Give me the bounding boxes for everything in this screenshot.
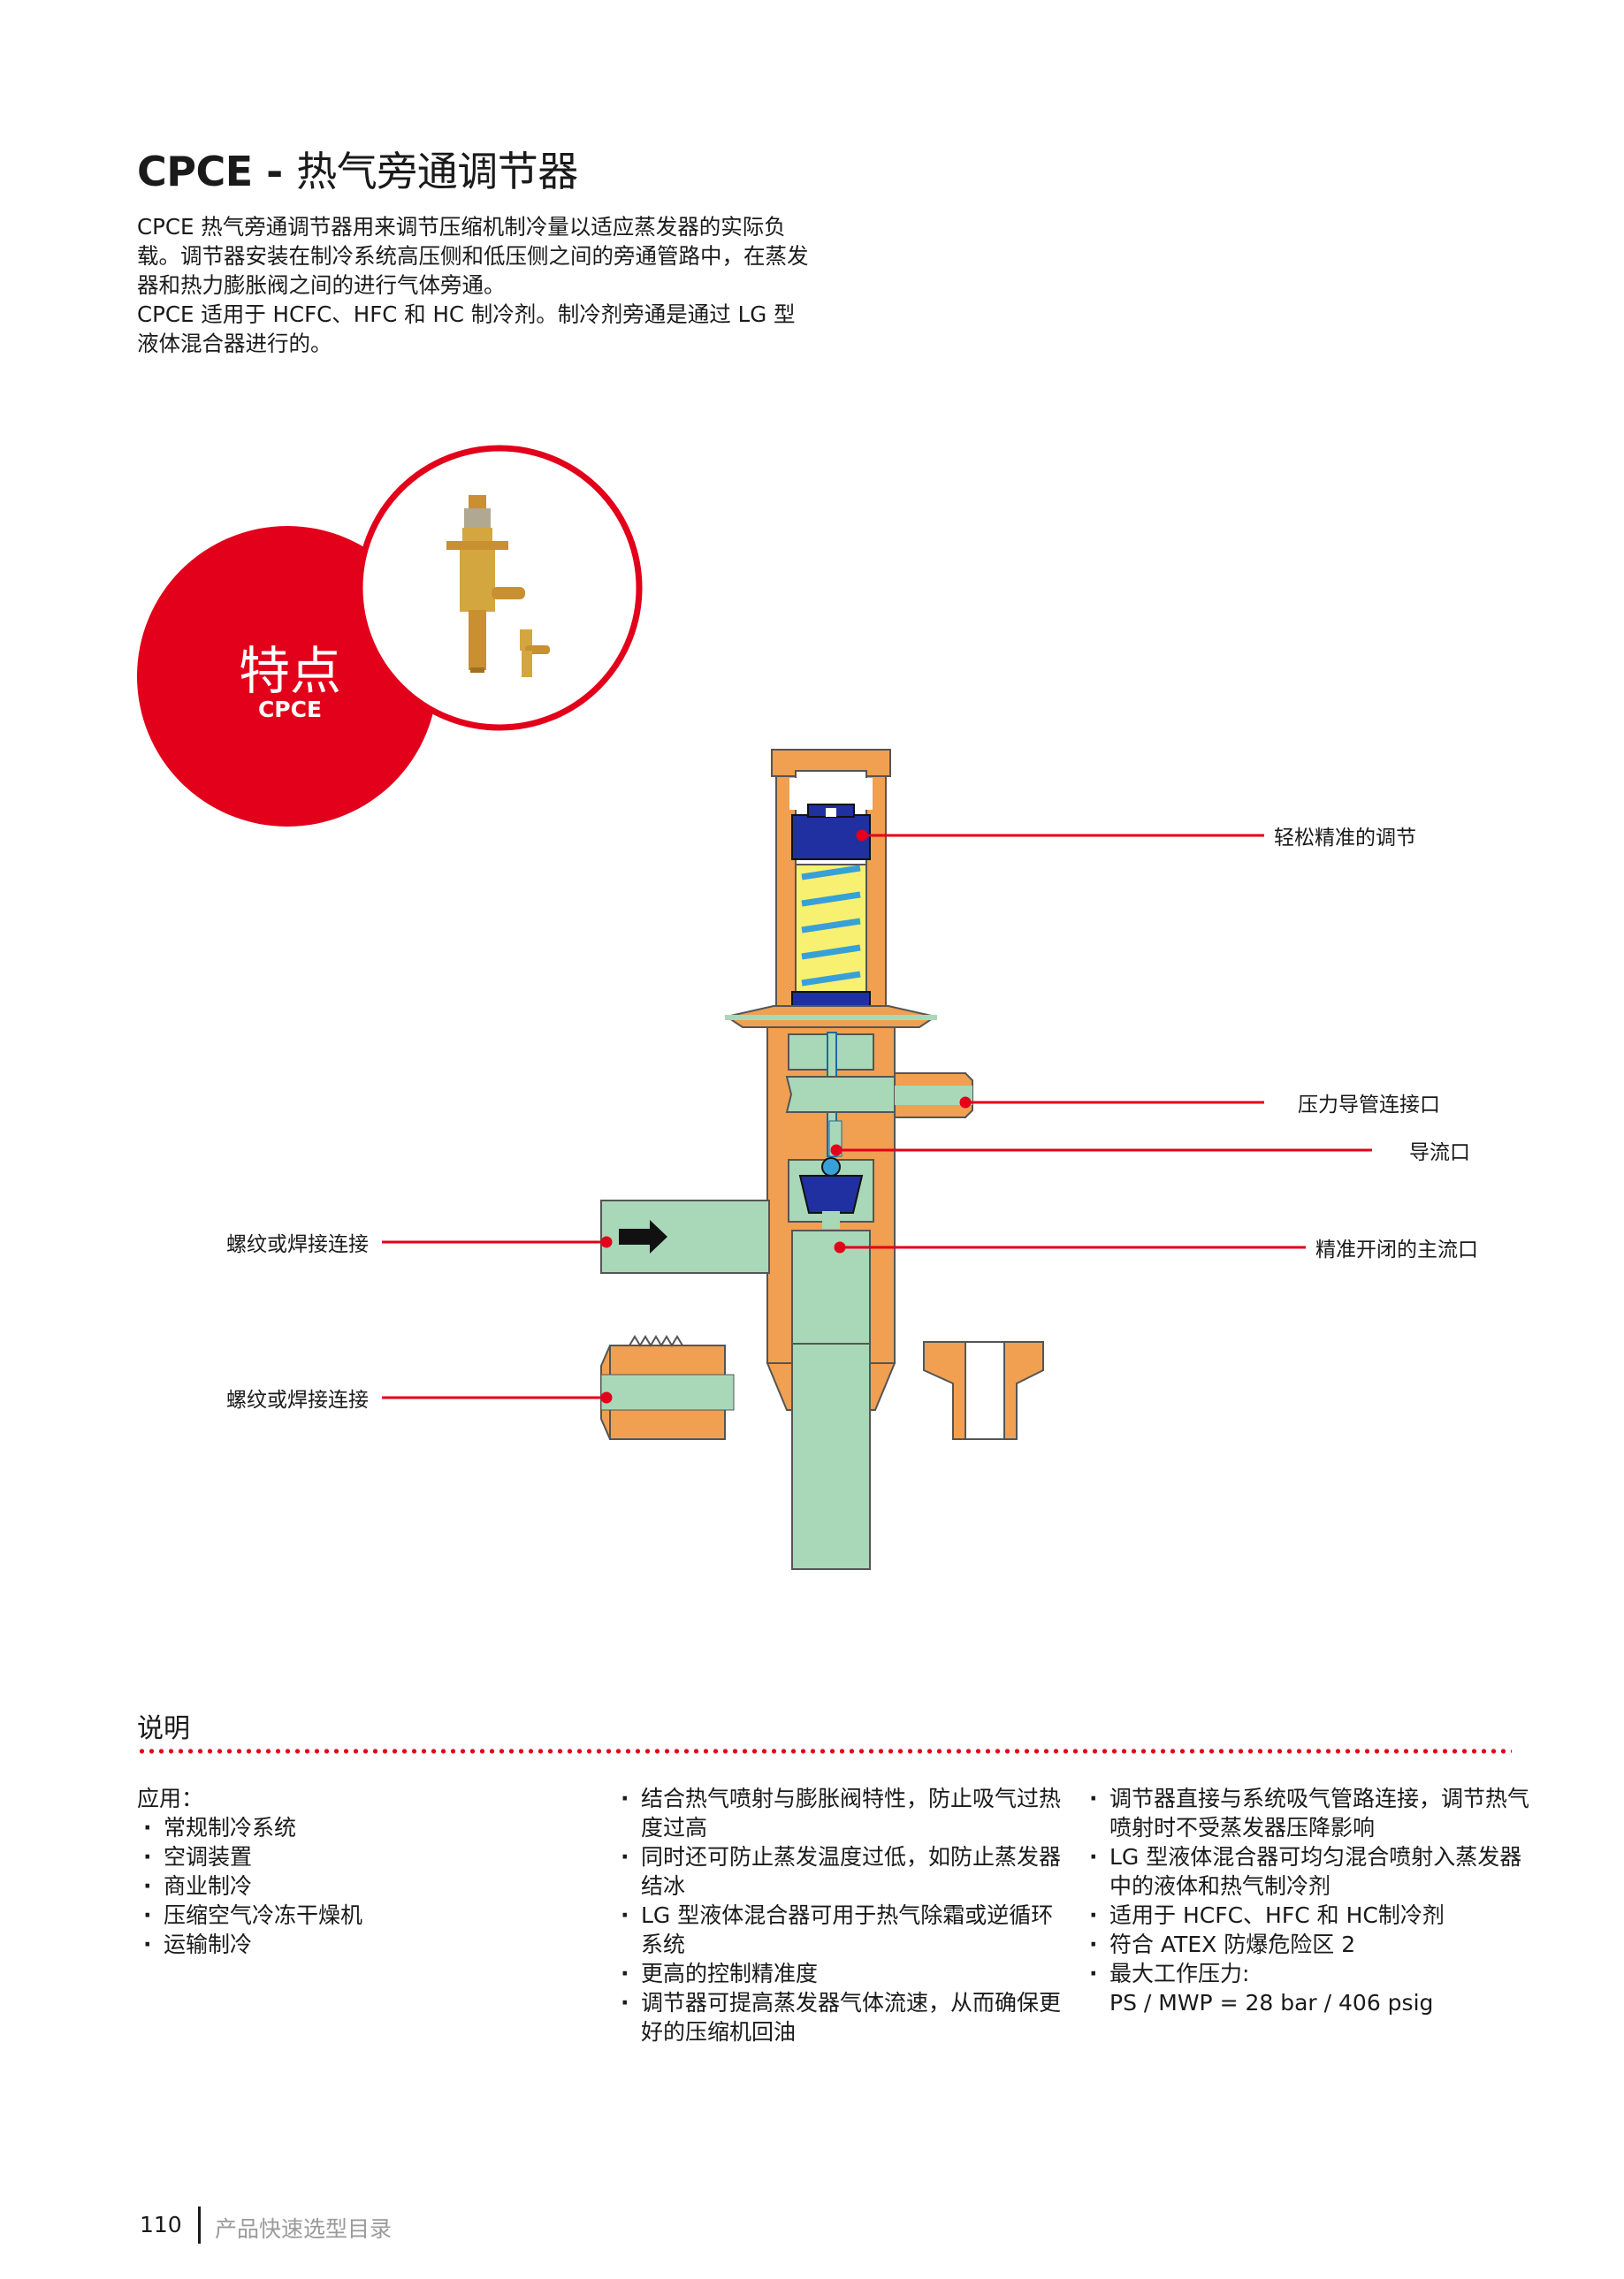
section-title: 说明 [137,1713,190,1744]
description-column-3: 调节器直接与系统吸气管路连接，调节热气喷射时不受蒸发器压降影响 LG 型液体混合… [1083,1784,1534,2017]
list-item: LG 型液体混合器可均匀混合喷射入蒸发器中的液体和热气制冷剂 [1083,1842,1534,1901]
list-item: 空调装置 [137,1842,491,1871]
intro-paragraph-2: CPCE 适用于 HCFC、HFC 和 HC 制冷剂。制冷剂旁通是通过 LG 型… [137,301,796,356]
inlet-tube [600,1200,770,1274]
list-item: 更高的控制精准度 [614,1959,1061,1988]
list-item: 结合热气喷射与膨胀阀特性，防止吸气过热度过高 [614,1784,1061,1842]
callout-pilot-port: 压力导管连接口 [1298,1094,1440,1117]
title-chinese: 热气旁通调节器 [296,148,578,195]
list-item: 调节器可提高蒸发器气体流速，从而确保更好的压缩机回油 [614,1988,1061,2047]
right-solder-adaptor [923,1341,1044,1440]
callout-guide-port: 导流口 [1409,1141,1470,1164]
list-item: 常规制冷系统 [137,1813,491,1842]
left-flare-fitting [600,1335,735,1440]
main-valve-seat [788,1157,874,1229]
intro-text: CPCE 热气旁通调节器用来调节压缩机制冷量以适应蒸发器的实际负载。调节器安装在… [137,212,809,358]
product-photo-icon [446,495,550,677]
description-column-1: 应用： 常规制冷系统 空调装置 商业制冷 压缩空气冷冻干燥机 运输制冷 [137,1784,491,1959]
valve-sectional-diagram [137,445,1372,1570]
list-item: 符合 ATEX 防爆危险区 2 [1083,1930,1534,1959]
callout-adjustment: 轻松精准的调节 [1274,827,1416,850]
title-separator: - [252,148,297,195]
callout-main-port: 精准开闭的主流口 [1315,1239,1478,1261]
list-item: 压缩空气冷冻干燥机 [137,1901,491,1930]
list-item: 运输制冷 [137,1930,491,1959]
feature-badge-title: 特点 [238,641,341,701]
page-title: CPCE - 热气旁通调节器 [137,140,578,198]
footer-catalog-title: 产品快速选型目录 [215,2216,393,2242]
spring [801,865,861,987]
list-item: 商业制冷 [137,1871,491,1901]
list-item: 适用于 HCFC、HFC 和 HC制冷剂 [1083,1901,1534,1930]
footer-divider [198,2207,201,2244]
list-item: 调节器直接与系统吸气管路连接，调节热气喷射时不受蒸发器压降影响 [1083,1784,1534,1842]
applications-heading: 应用： [137,1786,204,1811]
list-item: LG 型液体混合器可用于热气除霜或逆循环系统 [614,1901,1061,1959]
pilot-fitting [785,1072,973,1118]
dotted-divider [137,1749,1512,1754]
callout-thread-weld-2: 螺纹或焊接连接 [226,1389,369,1412]
feature-badge-code: CPCE [257,697,323,722]
callout-thread-weld-1: 螺纹或焊接连接 [226,1233,369,1256]
list-item: 同时还可防止蒸发温度过低，如防止蒸发器结冰 [614,1842,1061,1901]
intro-paragraph-1: CPCE 热气旁通调节器用来调节压缩机制冷量以适应蒸发器的实际负载。调节器安装在… [137,214,809,298]
description-column-2: 结合热气喷射与膨胀阀特性，防止吸气过热度过高 同时还可防止蒸发温度过低，如防止蒸… [614,1784,1061,2047]
page-number: 110 [140,2212,182,2237]
title-code: CPCE [137,148,253,195]
list-item: 最大工作压力: PS / MWP = 28 bar / 406 psig [1083,1959,1534,2017]
